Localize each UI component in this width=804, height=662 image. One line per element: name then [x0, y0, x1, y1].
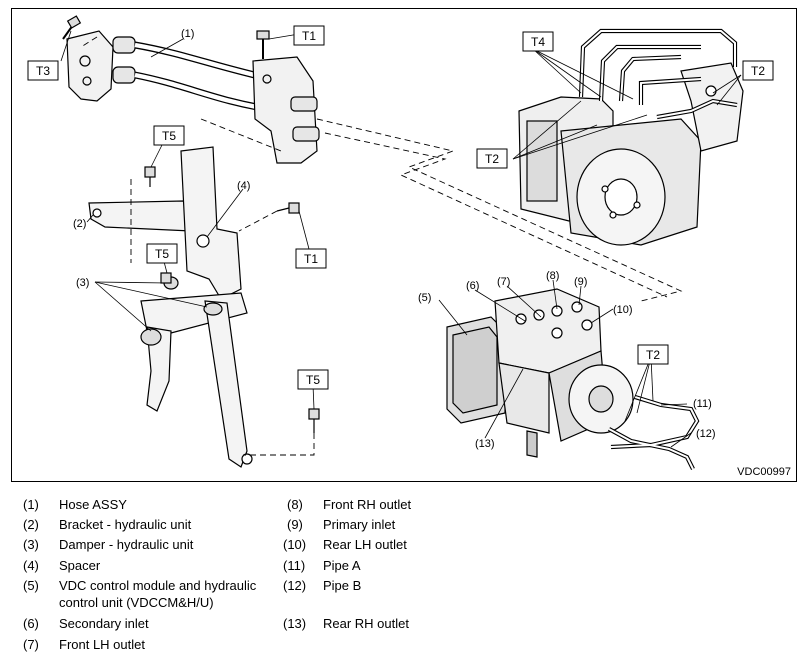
- assembly-lines: [80, 36, 683, 456]
- t1-top-label: T1: [302, 29, 316, 43]
- legend-text: Hose ASSY: [59, 497, 127, 512]
- vdc-unit-drawing: [446, 288, 634, 458]
- t5-low-label: T5: [306, 373, 320, 387]
- legend-num: (9): [287, 517, 303, 532]
- diagram-canvas: T1 T3 T4 T2 T2 T5 T5 T1 T5 T2 (1) (4) (2…: [27, 15, 791, 478]
- legend-text: Secondary inlet: [59, 616, 149, 631]
- legend-text: Damper - hydraulic unit: [59, 537, 194, 552]
- t2-top-label: T2: [751, 64, 765, 78]
- legend-text: VDC control module and hydraulic: [59, 578, 257, 593]
- legend-num: (10): [283, 537, 307, 552]
- legend-text: Pipe B: [323, 578, 362, 593]
- legend-num: (3): [23, 537, 39, 552]
- torque-box-t5-upper: T5: [153, 125, 185, 146]
- callout-3: (3): [76, 277, 89, 289]
- torque-box-t5-mid: T5: [146, 243, 178, 264]
- legend-num: (6): [23, 616, 39, 631]
- legend-text-cont: control unit (VDCCM&H/U): [59, 595, 214, 610]
- callout-4: (4): [237, 180, 250, 192]
- callouts: (1) (4) (2) (3) (5) (6) (7) (8) (9) (10)…: [73, 28, 716, 450]
- callout-2: (2): [73, 218, 86, 230]
- legend-num: (7): [23, 637, 39, 652]
- torque-box-t1-mid: T1: [295, 248, 327, 269]
- t4-label: T4: [531, 35, 545, 49]
- t2-low-label: T2: [646, 348, 660, 362]
- bolts-drawing: [144, 166, 320, 433]
- t5-mid-label: T5: [155, 247, 169, 261]
- callout-7: (7): [497, 276, 510, 288]
- parts-diagram: T1 T3 T4 T2 T2 T5 T5 T1 T5 T2 (1) (4) (2…: [11, 8, 797, 482]
- legend-num: (13): [283, 616, 307, 631]
- legend-num: (12): [283, 578, 307, 593]
- callout-13: (13): [475, 438, 495, 450]
- installed-pipes-inner: [580, 30, 738, 118]
- legend-num: (1): [23, 497, 39, 512]
- torque-box-t2-low: T2: [637, 344, 669, 365]
- legend-text: Rear LH outlet: [323, 537, 407, 552]
- callout-11: (11): [693, 398, 712, 410]
- legend-text: Front LH outlet: [59, 637, 145, 652]
- callout-10: (10): [613, 304, 633, 316]
- legend-text: Pipe A: [323, 558, 361, 573]
- torque-box-t2-top: T2: [742, 60, 774, 81]
- bracket-drawing: [88, 146, 253, 468]
- legend-text: Primary inlet: [323, 517, 396, 532]
- t1-mid-label: T1: [304, 252, 318, 266]
- torque-box-t5-low: T5: [297, 369, 329, 390]
- torque-box-t2-mid: T2: [476, 148, 508, 169]
- legend-num: (5): [23, 578, 39, 593]
- hose-assy-drawing: [62, 15, 320, 164]
- parts-legend: (1) Hose ASSY (2) Bracket - hydraulic un…: [0, 492, 804, 662]
- callout-5: (5): [418, 292, 431, 304]
- callout-6: (6): [466, 280, 479, 292]
- legend-num: (4): [23, 558, 39, 573]
- torque-box-t1-top: T1: [293, 25, 325, 46]
- legend-num: (2): [23, 517, 39, 532]
- figure-code: VDC00997: [737, 466, 791, 478]
- legend-text: Rear RH outlet: [323, 616, 409, 631]
- callout-8: (8): [546, 270, 559, 282]
- t2-mid-label: T2: [485, 152, 499, 166]
- legend-text: Front RH outlet: [323, 497, 412, 512]
- torque-box-t3: T3: [27, 60, 59, 81]
- torque-box-t4: T4: [522, 31, 554, 52]
- t5-upper-label: T5: [162, 129, 176, 143]
- callout-9: (9): [574, 276, 587, 288]
- installed-hydraulic-unit-drawing: [518, 62, 744, 246]
- callout-1: (1): [181, 28, 194, 40]
- legend-text: Bracket - hydraulic unit: [59, 517, 192, 532]
- legend-text: Spacer: [59, 558, 101, 573]
- callout-12: (12): [696, 428, 716, 440]
- t3-label: T3: [36, 64, 50, 78]
- legend-num: (11): [283, 558, 306, 573]
- legend-num: (8): [287, 497, 303, 512]
